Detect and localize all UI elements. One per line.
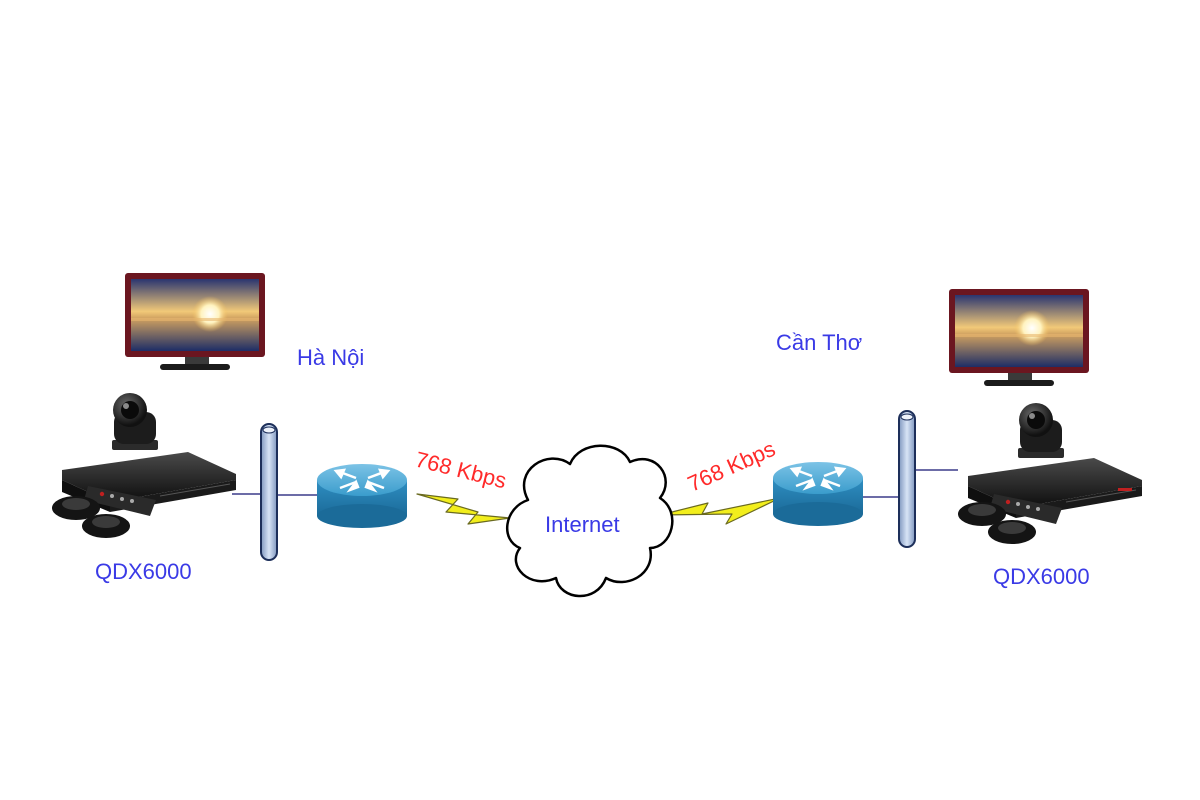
connection-lines (232, 469, 958, 498)
left-endpoint: Hà Nội QDX6000 (52, 273, 407, 584)
cloud-icon: Internet (505, 444, 674, 598)
link-speed-left: 768 Kbps (413, 447, 509, 494)
camera-icon (112, 393, 158, 450)
cloud-label: Internet (545, 512, 620, 537)
device-label-right: QDX6000 (993, 564, 1090, 589)
router-icon (317, 464, 407, 528)
remote-control-icon (84, 486, 156, 516)
right-endpoint: Cần Thơ QDX6000 (773, 289, 1142, 589)
device-label-left: QDX6000 (95, 559, 192, 584)
link-speed-right: 768 Kbps (684, 436, 779, 497)
monitor-icon (949, 289, 1089, 386)
lightning-icon (416, 493, 511, 525)
microphone-icon (958, 502, 1036, 544)
hub-icon (898, 410, 916, 548)
monitor-icon (125, 273, 265, 370)
remote-control-icon (990, 494, 1062, 524)
site-name-left: Hà Nội (297, 345, 364, 370)
microphone-icon (52, 496, 130, 538)
hub-icon (260, 423, 278, 561)
router-icon (773, 462, 863, 526)
site-name-right: Cần Thơ (776, 330, 862, 355)
camera-icon (1018, 403, 1064, 458)
lightning-icon (659, 497, 781, 525)
